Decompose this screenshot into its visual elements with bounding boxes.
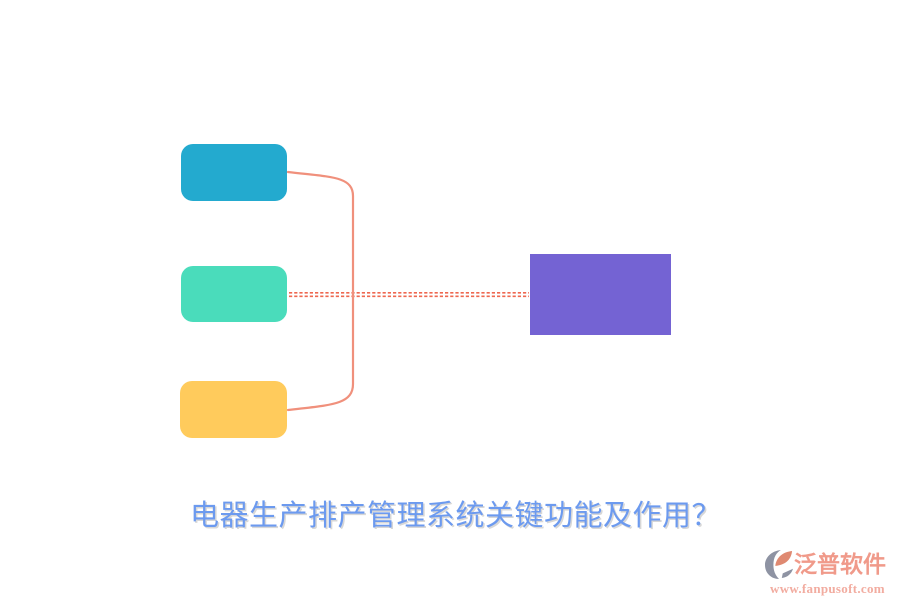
branch-node-top: [181, 144, 287, 201]
watermark-url-text: www.fanpusoft.com: [770, 581, 885, 596]
watermark-brand-text: 泛普软件: [794, 552, 886, 577]
branch-node-middle: [181, 266, 287, 322]
root-node: [530, 254, 671, 335]
fanpu-watermark: 泛普软件 www.fanpusoft.com: [765, 549, 893, 597]
branch-node-bottom: [180, 381, 287, 438]
logo-gray-crescent: [765, 550, 781, 579]
diagram-title: 电器生产排产管理系统关键功能及作用？: [190, 500, 722, 532]
logo-accent-leaf: [775, 550, 793, 566]
fanpu-logo-icon: [765, 550, 793, 579]
connector-bracket: [286, 170, 355, 412]
logo-gray-wedge: [781, 568, 793, 579]
